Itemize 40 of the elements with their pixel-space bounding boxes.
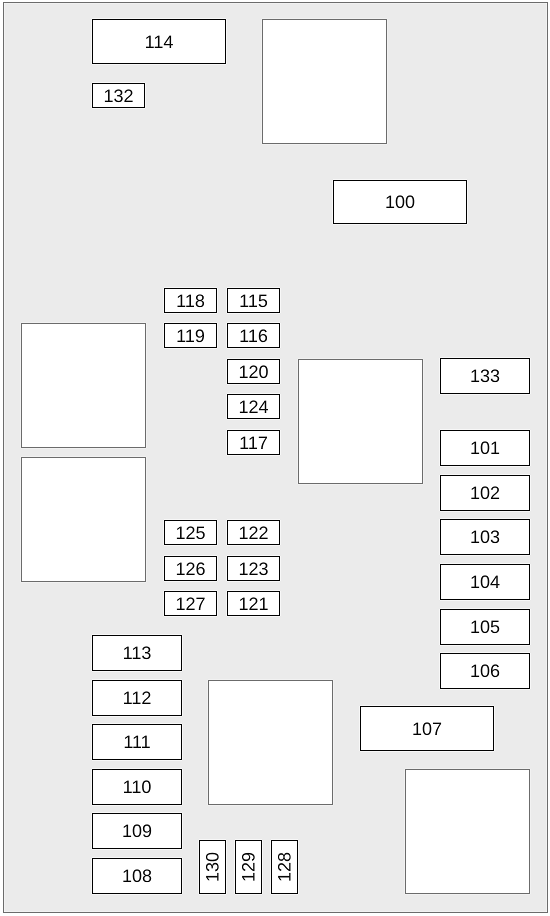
- fuse-slot: 122: [227, 520, 280, 545]
- fuse-slot: 119: [164, 323, 217, 348]
- fuse-slot: 115: [227, 288, 280, 313]
- fuse-slot: 118: [164, 288, 217, 313]
- fuse-slot: 117: [227, 430, 280, 455]
- fuse-slot: 112: [92, 680, 182, 716]
- relay-slot: [21, 323, 146, 448]
- fuse-slot: 104: [440, 564, 530, 600]
- fuse-slot: 111: [92, 724, 182, 760]
- fuse-slot: 123: [227, 556, 280, 581]
- fuse-slot: 108: [92, 858, 182, 894]
- fuse-slot: 128: [271, 840, 298, 894]
- fuse-slot: 102: [440, 475, 530, 511]
- fuse-slot: 113: [92, 635, 182, 671]
- fuse-box-panel: [3, 2, 548, 913]
- fuse-slot: 124: [227, 394, 280, 419]
- fuse-slot: 130: [199, 840, 226, 894]
- fuse-slot: 129: [235, 840, 262, 894]
- fuse-slot: 105: [440, 609, 530, 645]
- relay-slot: [298, 359, 423, 484]
- fuse-slot: 114: [92, 19, 226, 64]
- fuse-slot: 101: [440, 430, 530, 466]
- fuse-slot: 106: [440, 653, 530, 689]
- fuse-slot: 121: [227, 591, 280, 616]
- relay-slot: [208, 680, 333, 805]
- fuse-slot: 100: [333, 180, 467, 224]
- fuse-slot: 109: [92, 813, 182, 849]
- fuse-slot: 132: [92, 83, 145, 108]
- relay-slot: [21, 457, 146, 582]
- fuse-slot: 126: [164, 556, 217, 581]
- fuse-slot: 116: [227, 323, 280, 348]
- fuse-slot: 127: [164, 591, 217, 616]
- fuse-slot: 103: [440, 519, 530, 555]
- fuse-slot: 120: [227, 359, 280, 384]
- fuse-slot: 125: [164, 520, 217, 545]
- relay-slot: [262, 19, 387, 144]
- fuse-slot: 133: [440, 358, 530, 394]
- fuse-slot: 107: [360, 706, 494, 751]
- fuse-slot: 110: [92, 769, 182, 805]
- relay-slot: [405, 769, 530, 894]
